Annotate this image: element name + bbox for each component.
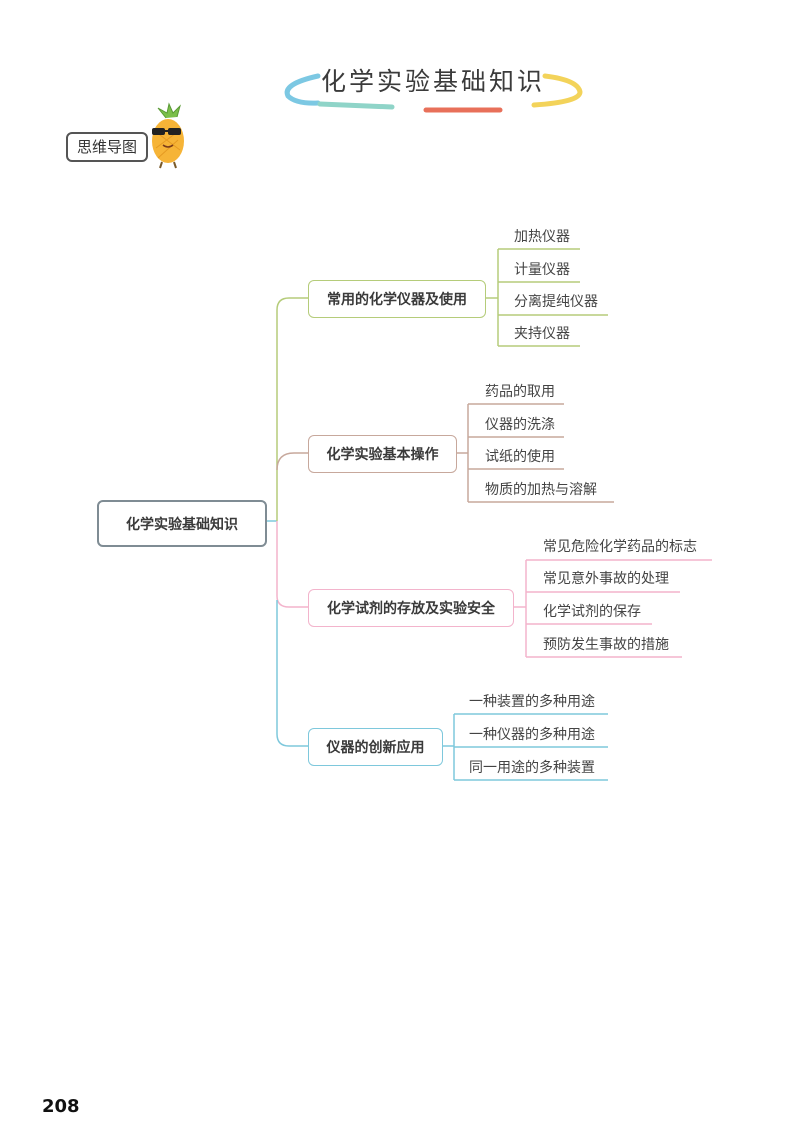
branch-label: 仪器的创新应用 bbox=[326, 740, 425, 756]
leaf-item: 一种装置的多种用途 bbox=[469, 694, 595, 710]
leaf-item: 物质的加热与溶解 bbox=[485, 482, 597, 498]
page-title: 化学实验基础知识 bbox=[320, 67, 545, 96]
leaf-item: 计量仪器 bbox=[514, 262, 570, 278]
leaf-item: 分离提纯仪器 bbox=[514, 294, 598, 310]
branch-node-safety: 化学试剂的存放及实验安全 bbox=[308, 589, 514, 627]
mindmap-root-node: 化学实验基础知识 bbox=[97, 500, 267, 547]
mind-map-badge: 思维导图 bbox=[66, 132, 148, 162]
branch-label: 化学试剂的存放及实验安全 bbox=[327, 601, 495, 617]
leaf-item: 加热仪器 bbox=[514, 229, 570, 245]
title-arc-bottom-teal bbox=[317, 101, 395, 110]
pineapple-mascot-icon bbox=[152, 102, 184, 169]
leaf-item: 化学试剂的保存 bbox=[543, 604, 641, 620]
leaf-item: 仪器的洗涤 bbox=[485, 417, 555, 433]
leaf-item: 常见危险化学药品的标志 bbox=[543, 539, 697, 555]
leaf-item: 常见意外事故的处理 bbox=[543, 571, 669, 587]
leaf-item: 预防发生事故的措施 bbox=[543, 637, 669, 653]
root-label: 化学实验基础知识 bbox=[126, 516, 238, 533]
page-number: 208 bbox=[42, 1096, 80, 1117]
branch-label: 化学实验基本操作 bbox=[326, 447, 439, 463]
title-arc-right bbox=[531, 73, 583, 108]
leaf-item: 夹持仪器 bbox=[514, 326, 570, 342]
title-arc-left bbox=[284, 73, 321, 106]
branch-node-instruments: 常用的化学仪器及使用 bbox=[308, 280, 486, 318]
branch-node-innovation: 仪器的创新应用 bbox=[308, 728, 443, 766]
branch-node-operations: 化学实验基本操作 bbox=[308, 435, 457, 473]
leaf-item: 药品的取用 bbox=[485, 384, 555, 400]
leaf-item: 一种仪器的多种用途 bbox=[469, 727, 595, 743]
branch-label: 常用的化学仪器及使用 bbox=[327, 292, 467, 308]
leaf-item: 试纸的使用 bbox=[485, 449, 555, 465]
leaf-item: 同一用途的多种装置 bbox=[469, 760, 595, 776]
